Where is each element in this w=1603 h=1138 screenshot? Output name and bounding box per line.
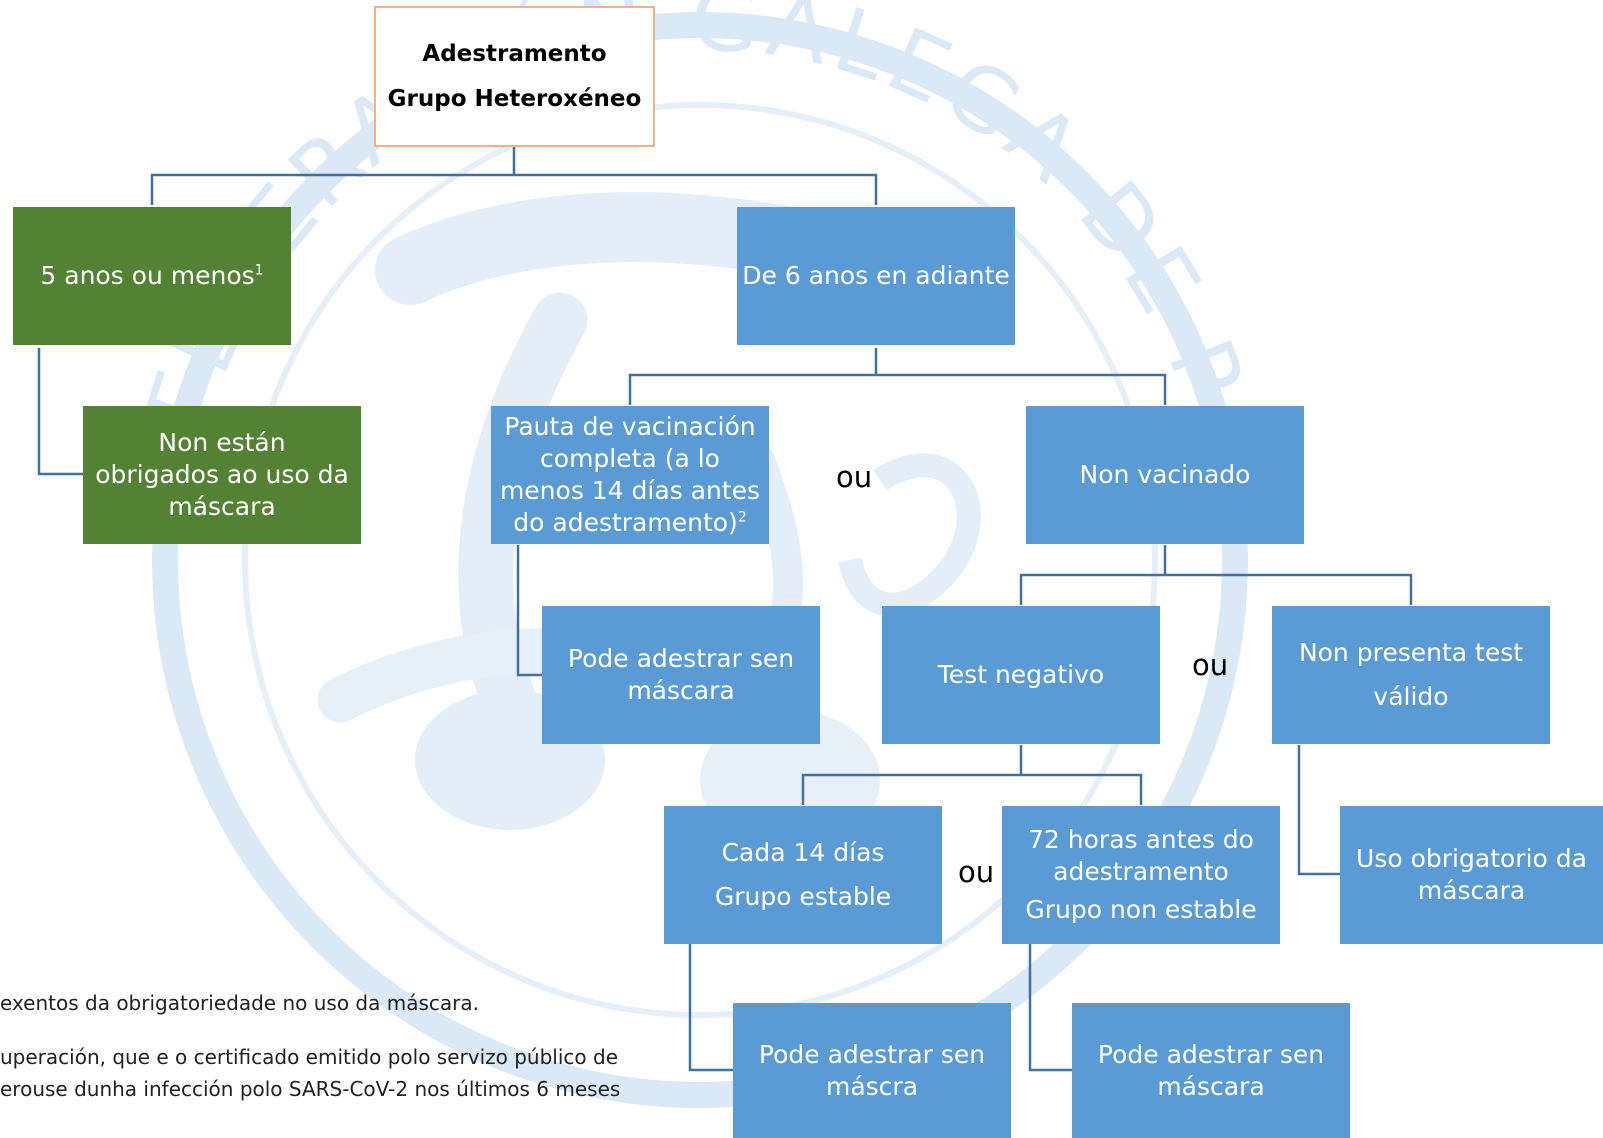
no-mask-obligation-node: Non están obrigados ao uso da máscara: [83, 406, 361, 544]
mask-required-node: Uso obrigatorio da máscara: [1340, 806, 1603, 944]
vaccinated-result-node: Pode adestrar sen máscara: [542, 606, 820, 744]
every-14-days-node: Cada 14 días Grupo estable: [664, 806, 942, 944]
72-hours-label: 72 horas antes do adestramento: [1028, 825, 1254, 886]
no-mask-obligation-label: Non están obrigados ao uso da máscara: [95, 428, 349, 521]
footnote-2-line-2: erouse dunha infección polo SARS-CoV-2 n…: [0, 1077, 621, 1101]
vaccinated-result-label: Pode adestrar sen máscara: [567, 644, 795, 705]
72-hours-node: 72 horas antes do adestramento Grupo non…: [1002, 806, 1280, 944]
unstable-result-node: Pode adestrar sen máscara: [1072, 1003, 1350, 1138]
footnote-ref-1: 1: [254, 262, 264, 279]
stable-result-label: Pode adestrar sen máscra: [758, 1039, 986, 1101]
or-label: ou: [836, 460, 873, 494]
mask-required-label: Uso obrigatorio da máscara: [1356, 844, 1587, 905]
root-title: Adestramento: [422, 40, 607, 67]
no-valid-test-label-2: válido: [1373, 682, 1449, 711]
age-5-or-less-node: 5 anos ou menos1: [13, 207, 291, 345]
no-valid-test-node: Non presenta test válido: [1272, 606, 1550, 744]
test-negative-node: Test negativo: [882, 606, 1160, 744]
test-negative-label: Test negativo: [937, 660, 1105, 689]
unstable-result-label: Pode adestrar sen máscara: [1097, 1039, 1325, 1101]
or-label: ou: [958, 855, 995, 889]
footnote-1: exentos da obrigatoriedade no uso da más…: [0, 991, 479, 1015]
no-valid-test-label-1: Non presenta test: [1298, 638, 1524, 667]
root-node: Adestramento Grupo Heteroxéneo: [374, 6, 655, 147]
footnote-ref-2: 2: [737, 509, 747, 526]
vaccinated-node: Pauta de vacinación completa (a lo menos…: [491, 406, 769, 544]
every-14-days-label: Cada 14 días: [721, 838, 885, 867]
or-label: ou: [1192, 648, 1229, 682]
age-5-label: 5 anos ou menos: [40, 261, 255, 290]
age-6-label: De 6 anos en adiante: [742, 261, 1010, 290]
unvaccinated-node: Non vacinado: [1026, 406, 1304, 544]
footnote-2-line-1: uperación, que e o certificado emitido p…: [0, 1045, 618, 1069]
stable-result-node: Pode adestrar sen máscra: [733, 1003, 1011, 1138]
root-subtitle: Grupo Heteroxéneo: [387, 85, 642, 112]
unstable-group-label: Grupo non estable: [1025, 895, 1257, 924]
age-6-plus-node: De 6 anos en adiante: [737, 207, 1015, 345]
unvaccinated-label: Non vacinado: [1079, 460, 1251, 489]
stable-group-label: Grupo estable: [714, 882, 892, 911]
vaccinated-label: Pauta de vacinación completa (a lo menos…: [499, 412, 761, 537]
